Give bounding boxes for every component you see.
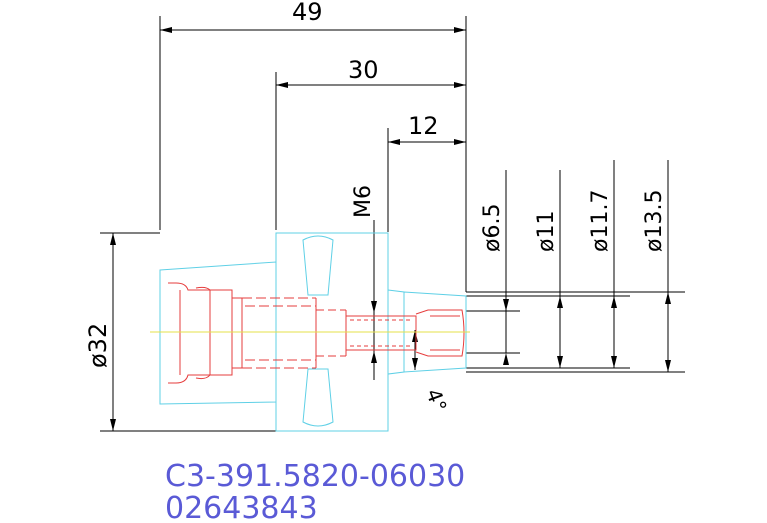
dim-diameter-13-5: ø13.5	[642, 190, 667, 252]
part-number: 02643843	[165, 491, 318, 523]
internal-geometry	[168, 282, 465, 384]
dim-taper-angle: 4°	[421, 386, 451, 416]
dim-length-body: 30	[348, 56, 379, 84]
dimension-lines	[100, 16, 685, 432]
dim-diameter-flange: ø32	[84, 323, 112, 368]
dim-diameter-11: ø11	[534, 211, 559, 252]
dim-length-tip: 12	[408, 112, 439, 140]
dim-diameter-11-7: ø11.7	[588, 190, 613, 252]
dim-diameter-6-5: ø6.5	[480, 204, 505, 252]
dim-length-total: 49	[292, 0, 323, 26]
part-code: C3-391.5820-06030	[165, 459, 465, 494]
arrowheads	[110, 27, 671, 431]
dim-thread: M6	[351, 185, 376, 218]
